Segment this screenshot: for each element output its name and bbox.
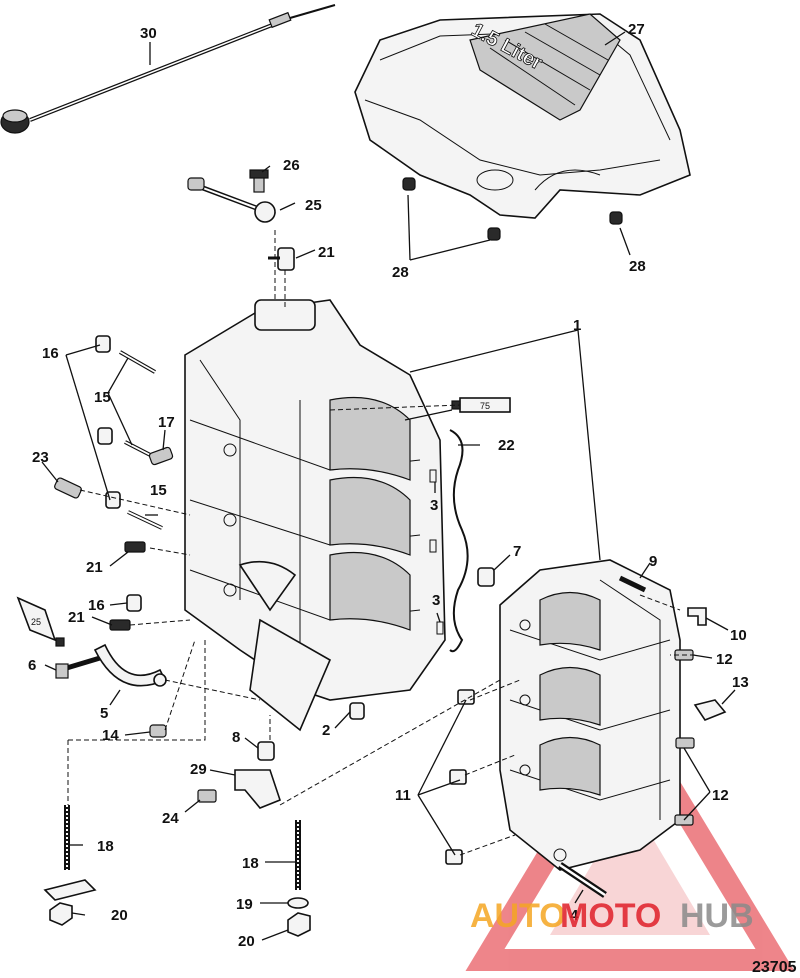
callout-7: 7 <box>513 543 521 560</box>
callout-16-lower: 16 <box>88 597 105 614</box>
callout-28-right: 28 <box>629 258 646 275</box>
callout-27: 27 <box>628 21 645 38</box>
callout-21-mid: 21 <box>86 559 103 576</box>
callout-22: 22 <box>498 437 515 454</box>
leader-lines <box>41 31 736 941</box>
callout-21-low: 21 <box>68 609 85 626</box>
gasket-part <box>449 429 469 653</box>
callout-4: 4 <box>570 907 579 924</box>
callout-18-right: 18 <box>242 855 259 872</box>
callout-9: 9 <box>649 553 657 570</box>
callout-12-lower: 12 <box>712 787 729 804</box>
callout-21-top: 21 <box>318 244 335 261</box>
watermark-hub: HUB <box>680 897 754 935</box>
callout-15-top: 15 <box>94 389 111 406</box>
callout-5: 5 <box>100 705 108 722</box>
callout-1: 1 <box>573 317 581 334</box>
callout-15-lower: 15 <box>150 482 167 499</box>
callout-6: 6 <box>28 657 36 674</box>
sealant-75-label: 75 <box>480 401 490 411</box>
callout-20-left: 20 <box>111 907 128 924</box>
watermark-moto: MOTO <box>560 897 661 935</box>
callout-13: 13 <box>732 674 749 691</box>
grommet-parts <box>402 177 623 241</box>
callout-24: 24 <box>162 810 179 827</box>
crankcase-cover-part <box>499 559 681 871</box>
callout-12-upper: 12 <box>716 651 733 668</box>
watermark-auto: AUTO <box>470 897 566 935</box>
callout-30: 30 <box>140 25 157 42</box>
sensor-bracket-part <box>187 169 295 271</box>
callout-labels: 30 27 26 25 21 28 28 1 16 15 17 22 23 3 … <box>28 21 749 950</box>
callout-23: 23 <box>32 449 49 466</box>
callout-11: 11 <box>395 787 411 804</box>
dipstick-part <box>0 4 336 134</box>
callout-26: 26 <box>283 157 300 174</box>
callout-8: 8 <box>232 729 240 746</box>
small-parts <box>16 335 727 937</box>
callout-3-upper: 3 <box>430 497 438 514</box>
callout-20-right: 20 <box>238 933 255 950</box>
callout-28-left: 28 <box>392 264 409 281</box>
assembly-lines <box>67 230 695 856</box>
callout-3-lower: 3 <box>432 592 440 609</box>
callout-16-top: 16 <box>42 345 59 362</box>
callout-19: 19 <box>236 896 253 913</box>
sealant-25-label: 25 <box>31 617 41 627</box>
cylinder-block-part <box>184 299 446 732</box>
callout-14: 14 <box>102 727 119 744</box>
figure-number: 23705 <box>752 959 797 976</box>
callout-10: 10 <box>730 627 747 644</box>
engine-cover-part <box>354 13 691 219</box>
callout-18-left: 18 <box>97 838 114 855</box>
callout-25: 25 <box>305 197 322 214</box>
callout-29: 29 <box>190 761 207 778</box>
callout-2: 2 <box>322 722 330 739</box>
callout-17: 17 <box>158 414 175 431</box>
watermark-text: AUTO MOTO HUB <box>470 897 754 935</box>
